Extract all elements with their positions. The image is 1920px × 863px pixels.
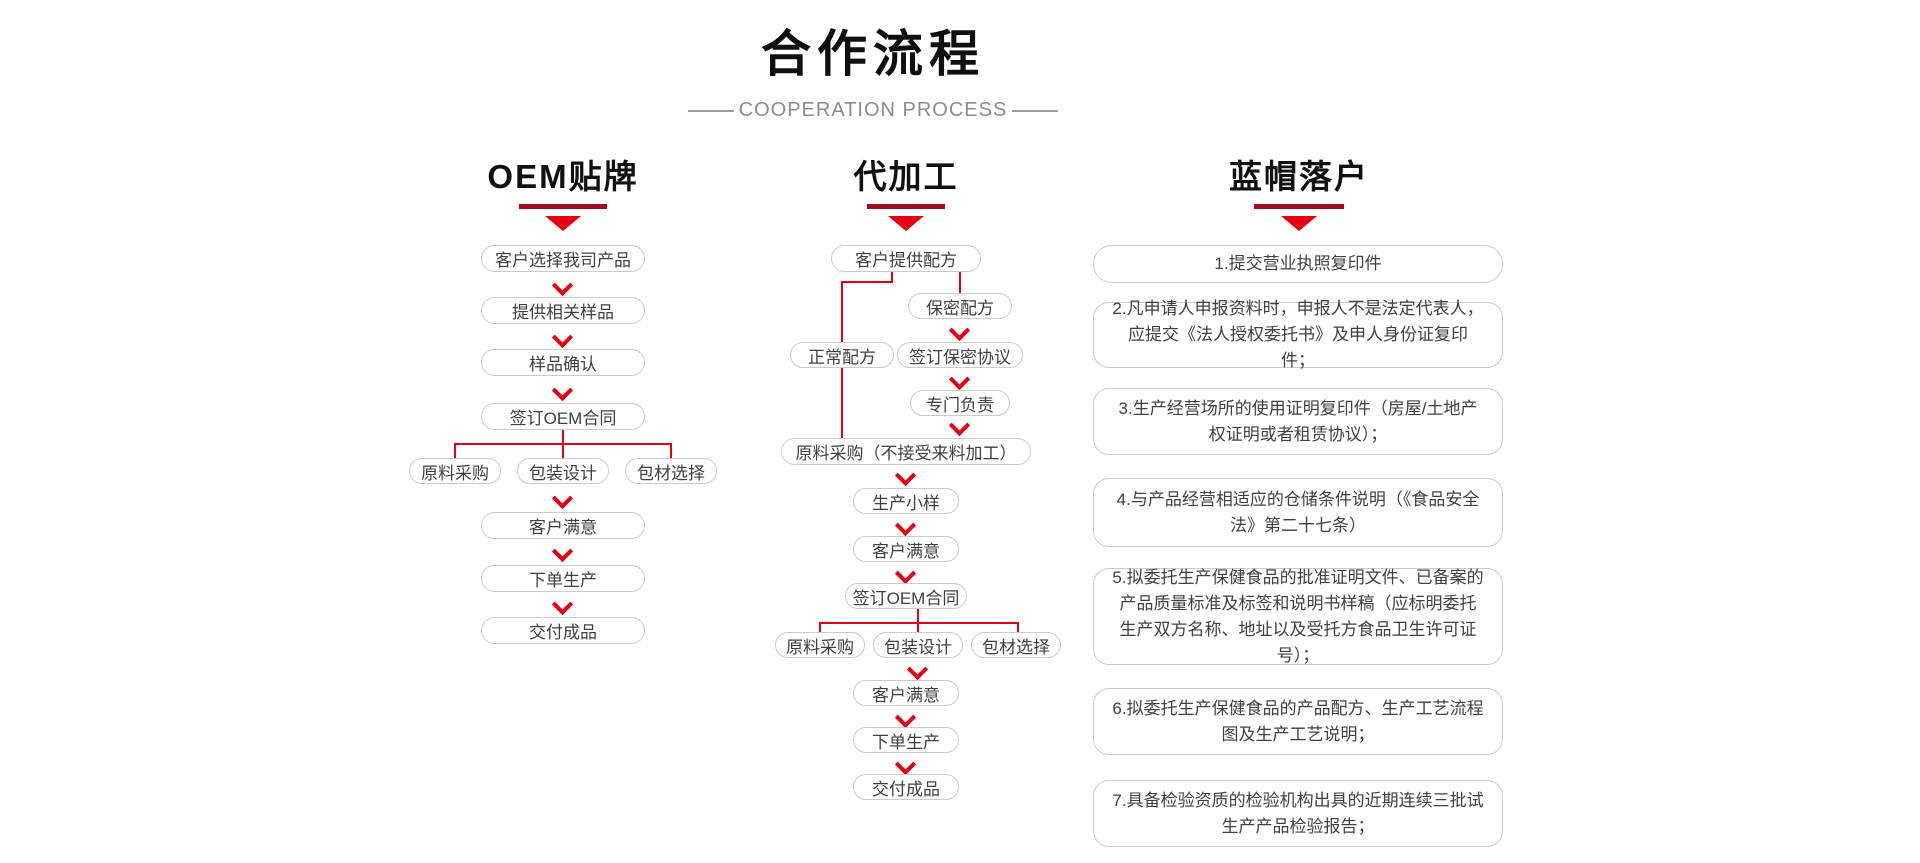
arrow-down-icon xyxy=(894,706,917,729)
requirement-item: 4.与产品经营相适应的仓储条件说明（《食品安全法》第二十七条） xyxy=(1093,478,1503,547)
connector-line xyxy=(959,272,961,293)
connector-line xyxy=(562,443,564,458)
requirement-item: 7.具备检验资质的检验机构出具的近期连续三批试生产产品检验报告； xyxy=(1093,780,1503,847)
arrow-down-icon xyxy=(948,414,971,437)
connector-line xyxy=(917,622,919,632)
divider-line xyxy=(687,109,734,112)
requirement-item: 1.提交营业执照复印件 xyxy=(1093,245,1503,283)
flow-step: 签订OEM合同 xyxy=(845,583,967,609)
arrow-down-icon xyxy=(894,562,917,585)
flow-step: 生产小样 xyxy=(853,488,959,514)
flow-step: 原料采购（不接受来料加工） xyxy=(781,438,1031,465)
connector-line xyxy=(891,272,893,283)
column-bluecap: 蓝帽落户 1.提交营业执照复印件 2.凡申请人申报资料时，申报人不是法定代表人，… xyxy=(1093,150,1505,860)
connector-line xyxy=(562,430,564,443)
title-underline-bar xyxy=(1254,204,1344,209)
arrow-down-icon xyxy=(551,379,574,402)
flow-step: 下单生产 xyxy=(481,565,645,592)
flow-step: 交付成品 xyxy=(853,774,959,800)
flow-step: 客户满意 xyxy=(853,680,959,706)
title-underline-bar xyxy=(519,204,607,209)
connector-line xyxy=(841,281,893,283)
connector-line xyxy=(454,443,456,458)
requirement-item: 6.拟委托生产保健食品的产品配方、生产工艺流程图及生产工艺说明； xyxy=(1093,688,1503,755)
connector-line xyxy=(819,622,1019,624)
requirement-item: 2.凡申请人申报资料时，申报人不是法定代表人，应提交《法人授权委托书》及申人身份… xyxy=(1093,299,1503,370)
branch-step: 签订保密协议 xyxy=(897,342,1023,368)
arrow-down-icon xyxy=(894,514,917,537)
column-title: OEM贴牌 xyxy=(487,158,639,195)
arrow-down-icon xyxy=(551,593,574,616)
triangle-down-icon xyxy=(1281,216,1317,231)
page-subtitle: COOPERATION PROCESS xyxy=(738,99,1008,121)
page-title: 合作流程 xyxy=(761,26,985,82)
flow-step: 样品确认 xyxy=(481,349,645,376)
flow-step: 客户满意 xyxy=(853,536,959,562)
branch-step: 保密配方 xyxy=(908,293,1012,319)
flow-step: 交付成品 xyxy=(481,617,645,644)
branch-step: 正常配方 xyxy=(790,342,894,368)
flow-step: 下单生产 xyxy=(853,727,959,753)
page-subtitle-row: COOPERATION PROCESS xyxy=(0,99,1746,122)
arrow-down-icon xyxy=(948,319,971,342)
arrow-down-icon xyxy=(551,274,574,297)
connector-line xyxy=(670,443,672,458)
flow-step: 提供相关样品 xyxy=(481,297,645,324)
branch-step: 包材选择 xyxy=(625,458,717,484)
title-underline-bar xyxy=(867,204,945,209)
connector-line xyxy=(819,622,821,632)
branch-step: 原料采购 xyxy=(409,458,501,484)
arrow-down-icon xyxy=(551,540,574,563)
arrow-down-icon xyxy=(551,326,574,349)
connector-line xyxy=(917,609,919,622)
divider-line xyxy=(1012,109,1059,112)
requirement-item: 5.拟委托生产保健食品的批准证明文件、已备案的产品质量标准及标签和说明书样稿（应… xyxy=(1093,568,1503,665)
column-oem: OEM贴牌 客户选择我司产品 提供相关样品 样品确认 签订OEM合同 原料采购 … xyxy=(398,150,728,720)
branch-step: 原料采购 xyxy=(775,632,865,658)
arrow-down-icon xyxy=(906,658,929,681)
triangle-down-icon xyxy=(888,216,924,231)
column-processing: 代加工 客户提供配方 保密配方 正常配方 签订保密协议 专门负责 原料采购（不接… xyxy=(741,150,1081,830)
column-title: 蓝帽落户 xyxy=(1229,158,1369,195)
flow-step: 签订OEM合同 xyxy=(481,403,645,430)
flow-step: 客户满意 xyxy=(481,512,645,539)
column-title: 代加工 xyxy=(853,158,959,195)
arrow-down-icon xyxy=(894,753,917,776)
branch-step: 专门负责 xyxy=(910,390,1010,416)
flow-step: 客户提供配方 xyxy=(831,245,981,272)
branch-step: 包材选择 xyxy=(971,632,1061,658)
arrow-down-icon xyxy=(894,464,917,487)
section-header: 合作流程 COOPERATION PROCESS xyxy=(0,14,1746,122)
connector-line xyxy=(1017,622,1019,632)
arrow-down-icon xyxy=(551,487,574,510)
arrow-down-icon xyxy=(948,368,971,391)
requirement-item: 3.生产经营场所的使用证明复印件（房屋/土地产权证明或者租赁协议）； xyxy=(1093,388,1503,455)
branch-step: 包装设计 xyxy=(517,458,609,484)
flow-step: 客户选择我司产品 xyxy=(481,245,645,272)
triangle-down-icon xyxy=(545,216,581,231)
branch-step: 包装设计 xyxy=(873,632,963,658)
